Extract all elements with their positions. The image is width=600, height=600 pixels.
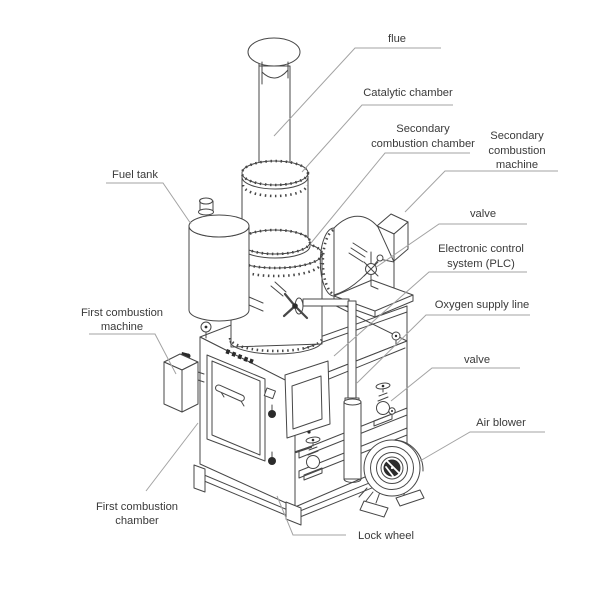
label-secondary-combustion-machine-text3: machine — [496, 159, 538, 171]
valve-right — [373, 382, 396, 427]
label-first-combustion-machine-text2: machine — [101, 321, 143, 333]
label-valve-upper-text: valve — [470, 208, 496, 220]
leader-secondary-combustion-machine — [404, 170, 558, 213]
label-lock-wheel-text: Lock wheel — [358, 530, 414, 542]
label-first-combustion-chamber: First combustion chamber — [96, 422, 199, 527]
oxygen-supply-pipe — [343, 300, 362, 483]
label-fuel-tank-text: Fuel tank — [112, 169, 158, 181]
label-oxygen-supply-line: Oxygen supply line — [356, 299, 530, 384]
label-valve-upper: valve — [374, 208, 527, 269]
label-air-blower-text: Air blower — [476, 417, 526, 429]
label-fuel-tank: Fuel tank — [106, 169, 192, 225]
label-catalytic-chamber: Catalytic chamber — [301, 87, 453, 173]
leader-flue — [273, 47, 441, 137]
label-first-combustion-chamber-text2: chamber — [115, 515, 159, 527]
label-secondary-combustion-chamber: Secondary combustion chamber — [310, 123, 475, 244]
label-secondary-combustion-chamber-text2: combustion chamber — [371, 138, 475, 150]
first-combustion-machine-box — [163, 352, 205, 413]
leader-secondary-combustion-chamber — [310, 152, 470, 244]
chamber-valve-cluster — [270, 281, 350, 320]
label-electronic-control-system: Electronic control system (PLC) — [333, 243, 527, 357]
air-blower — [358, 439, 425, 518]
label-secondary-combustion-chamber-text1: Secondary — [396, 123, 450, 135]
leader-first-combustion-machine — [89, 333, 177, 375]
label-first-combustion-machine: First combustion machine — [81, 307, 177, 375]
leader-lock-wheel — [276, 495, 346, 536]
valve-left-lower — [294, 436, 323, 481]
label-secondary-combustion-machine: Secondary combustion machine — [404, 130, 558, 213]
label-flue-text: flue — [388, 33, 406, 45]
leader-air-blower — [419, 431, 545, 462]
label-oxygen-supply-line-text: Oxygen supply line — [435, 299, 530, 311]
leader-valve-lower — [390, 367, 520, 402]
leader-electronic-control-system — [333, 271, 527, 357]
fuel-tank — [188, 197, 264, 322]
label-lock-wheel: Lock wheel — [276, 495, 414, 542]
leader-catalytic-chamber — [301, 104, 453, 173]
label-air-blower: Air blower — [419, 417, 545, 462]
catalytic-chamber-flanges — [238, 159, 312, 259]
label-flue: flue — [273, 33, 441, 137]
label-secondary-combustion-machine-text2: combustion — [488, 145, 545, 157]
label-valve-lower-text: valve — [464, 354, 490, 366]
label-secondary-combustion-machine-text1: Secondary — [490, 130, 544, 142]
flue-pipe — [258, 65, 291, 167]
lifting-lugs — [200, 321, 401, 346]
chamber-door — [206, 354, 276, 465]
label-valve-lower: valve — [390, 354, 520, 402]
leader-oxygen-supply-line — [356, 314, 530, 384]
label-first-combustion-chamber-text1: First combustion — [96, 501, 178, 513]
label-electronic-control-system-text1: Electronic control — [438, 243, 524, 255]
leader-first-combustion-chamber — [145, 422, 199, 492]
leader-fuel-tank — [106, 182, 192, 225]
flue-cap — [247, 37, 301, 85]
label-electronic-control-system-text2: system (PLC) — [447, 258, 515, 270]
plc-control-panel — [284, 360, 331, 439]
brand-logo-marks — [225, 349, 254, 364]
label-first-combustion-machine-text1: First combustion — [81, 307, 163, 319]
leader-valve-upper — [374, 223, 527, 269]
label-catalytic-chamber-text: Catalytic chamber — [363, 87, 453, 99]
